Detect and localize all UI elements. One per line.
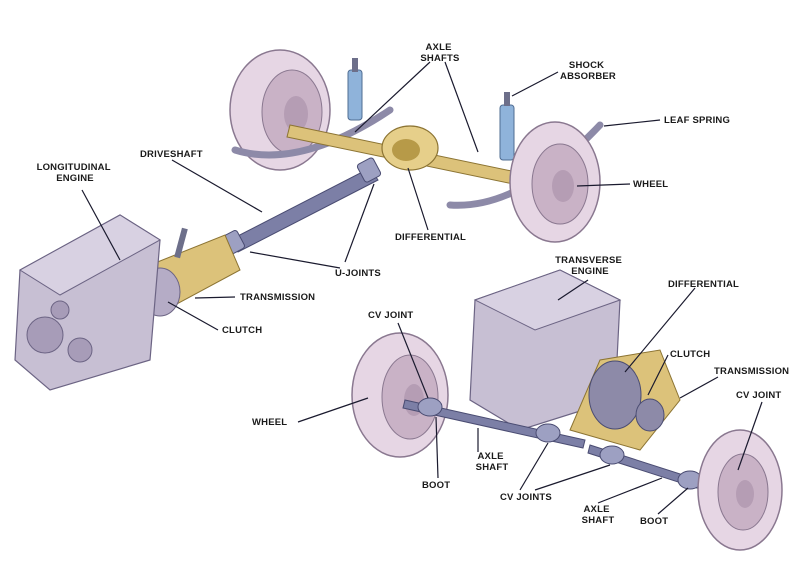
label-longitudinal-engine: LONGITUDINAL ENGINE [37,162,114,184]
label-clutch-bottom: CLUTCH [670,349,710,360]
label-boot-left: BOOT [422,480,450,491]
longitudinal-engine [14,214,161,391]
label-wheel-bottom: WHEEL [252,417,287,428]
label-transmission-bottom: TRANSMISSION [714,366,789,377]
label-transverse-engine: TRANSVERSE ENGINE [555,255,625,277]
rwd-assembly [14,49,604,391]
labels: AXLE SHAFTS SHOCK ABSORBER LEAF SPRING W… [37,42,789,527]
label-shock-absorber: SHOCK ABSORBER [560,60,616,82]
driveshaft [219,157,382,256]
rear-right-wheel [509,121,601,243]
label-transmission-top: TRANSMISSION [240,292,315,303]
label-axle-shaft-left: AXLE SHAFT [476,451,509,473]
leader-lines [81,61,763,515]
label-wheel-top: WHEEL [633,179,668,190]
front-right-wheel [697,429,783,551]
left-half-shaft [402,397,586,449]
label-cv-joint-left: CV JOINT [368,310,413,321]
label-axle-shaft-right: AXLE SHAFT [582,504,615,526]
leaf-spring-left [231,106,394,159]
label-boot-right: BOOT [640,516,668,527]
transaxle-housing [569,349,681,451]
front-left-wheel [351,332,449,458]
label-differential-bottom: DIFFERENTIAL [668,279,739,290]
shock-absorber-right [499,92,515,161]
label-axle-shafts: AXLE SHAFTS [420,42,459,64]
rear-axle-housing [286,124,556,193]
fwd-assembly [351,269,783,551]
label-driveshaft: DRIVESHAFT [140,149,203,160]
label-cv-joints: CV JOINTS [500,492,552,503]
label-u-joints: U-JOINTS [335,268,381,279]
label-clutch-top: CLUTCH [222,325,262,336]
label-leaf-spring: LEAF SPRING [664,115,730,126]
label-cv-joint-right: CV JOINT [736,390,781,401]
label-differential-top: DIFFERENTIAL [395,232,466,243]
shock-absorber-left [347,58,363,121]
